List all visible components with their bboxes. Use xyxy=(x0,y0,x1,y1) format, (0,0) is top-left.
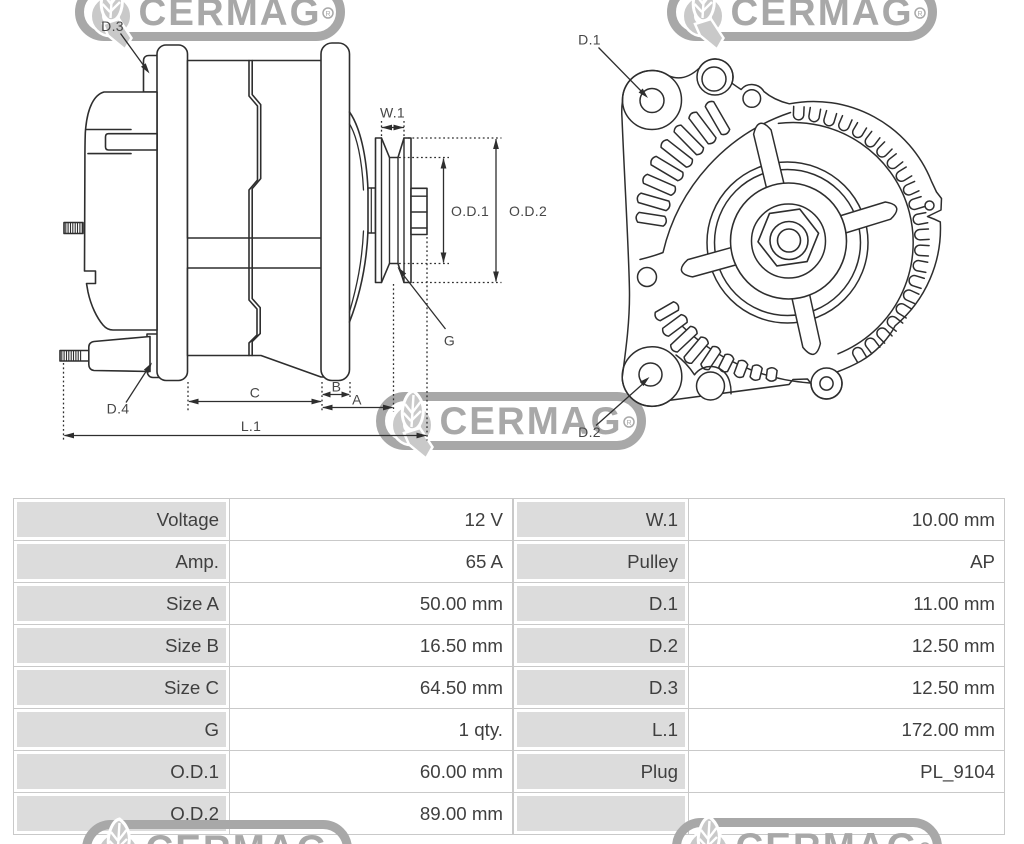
svg-text:L.1: L.1 xyxy=(241,418,261,434)
svg-text:W.1: W.1 xyxy=(380,105,405,121)
svg-text:CERMAG: CERMAG xyxy=(735,826,918,844)
svg-text:D.4: D.4 xyxy=(107,401,130,417)
svg-text:A: A xyxy=(352,392,362,408)
svg-text:CERMAG: CERMAG xyxy=(145,828,328,844)
svg-text:R: R xyxy=(917,11,922,18)
svg-text:CERMAG: CERMAG xyxy=(439,400,622,443)
svg-text:G: G xyxy=(444,333,455,349)
svg-text:R: R xyxy=(626,420,631,427)
svg-text:CERMAG: CERMAG xyxy=(730,0,913,34)
svg-text:B: B xyxy=(332,379,342,395)
svg-text:D.1: D.1 xyxy=(578,32,601,48)
svg-text:O.D.1: O.D.1 xyxy=(451,203,489,219)
svg-text:D.3: D.3 xyxy=(101,18,124,34)
svg-text:O.D.2: O.D.2 xyxy=(509,203,547,219)
svg-text:C: C xyxy=(250,385,260,401)
svg-text:CERMAG: CERMAG xyxy=(138,0,321,34)
svg-text:R: R xyxy=(325,11,330,18)
svg-text:D.2: D.2 xyxy=(578,424,601,440)
